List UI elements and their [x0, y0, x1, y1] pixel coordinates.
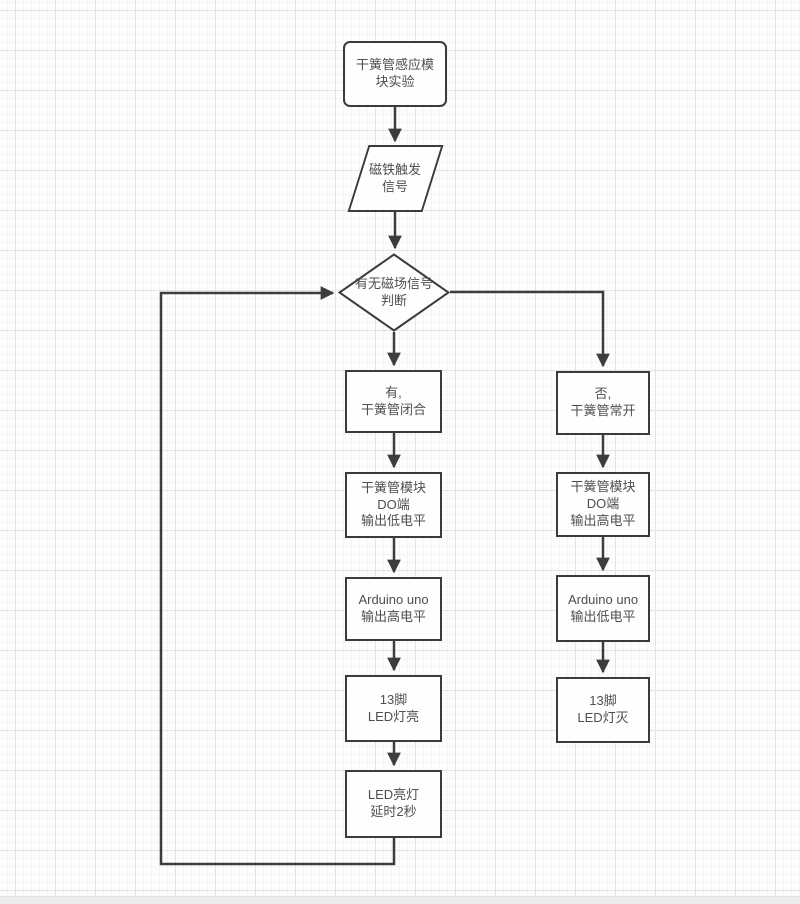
- node-trigger[interactable]: 磁铁触发 信号: [347, 145, 443, 212]
- node-led-off-label: 13脚 LED灯灭: [577, 693, 629, 725]
- node-led-on-label: 13脚 LED灯亮: [367, 691, 420, 724]
- edge-decision-no: [450, 290, 610, 368]
- node-arduino-low-label: Arduino uno 输出低电平: [567, 591, 639, 624]
- node-delay-label: LED亮灯 延时2秒: [367, 787, 420, 819]
- node-do-low-label: 干簧管模块 DO端 输出低电平: [360, 479, 426, 529]
- node-delay[interactable]: LED亮灯 延时2秒: [345, 770, 442, 838]
- node-decision-label: 有无磁场信号 判断: [354, 275, 433, 308]
- node-arduino-low[interactable]: Arduino uno 输出低电平: [556, 575, 650, 642]
- node-yes-closed[interactable]: 有, 干簧管闭合: [345, 370, 442, 433]
- node-do-low[interactable]: 干簧管模块 DO端 输出低电平: [345, 472, 442, 538]
- node-led-off[interactable]: 13脚 LED灯灭: [556, 677, 650, 743]
- node-trigger-label: 磁铁触发 信号: [368, 161, 421, 194]
- node-do-high[interactable]: 干簧管模块 DO端 输出高电平: [556, 472, 650, 537]
- node-no-open-label: 否, 干簧管常开: [570, 386, 636, 418]
- canvas-bottom-edge: [0, 896, 800, 904]
- node-no-open[interactable]: 否, 干簧管常开: [556, 371, 650, 435]
- node-start-label: 干簧管感应模 块实验: [355, 57, 434, 89]
- node-do-high-label: 干簧管模块 DO端 输出高电平: [570, 479, 636, 528]
- node-start[interactable]: 干簧管感应模 块实验: [343, 41, 447, 107]
- node-led-on[interactable]: 13脚 LED灯亮: [345, 675, 442, 742]
- node-arduino-high[interactable]: Arduino uno 输出高电平: [345, 577, 442, 641]
- node-arduino-high-label: Arduino uno 输出高电平: [358, 592, 429, 624]
- node-yes-closed-label: 有, 干簧管闭合: [360, 384, 426, 417]
- diamond-shape: [338, 253, 450, 332]
- node-decision[interactable]: 有无磁场信号 判断: [338, 253, 450, 332]
